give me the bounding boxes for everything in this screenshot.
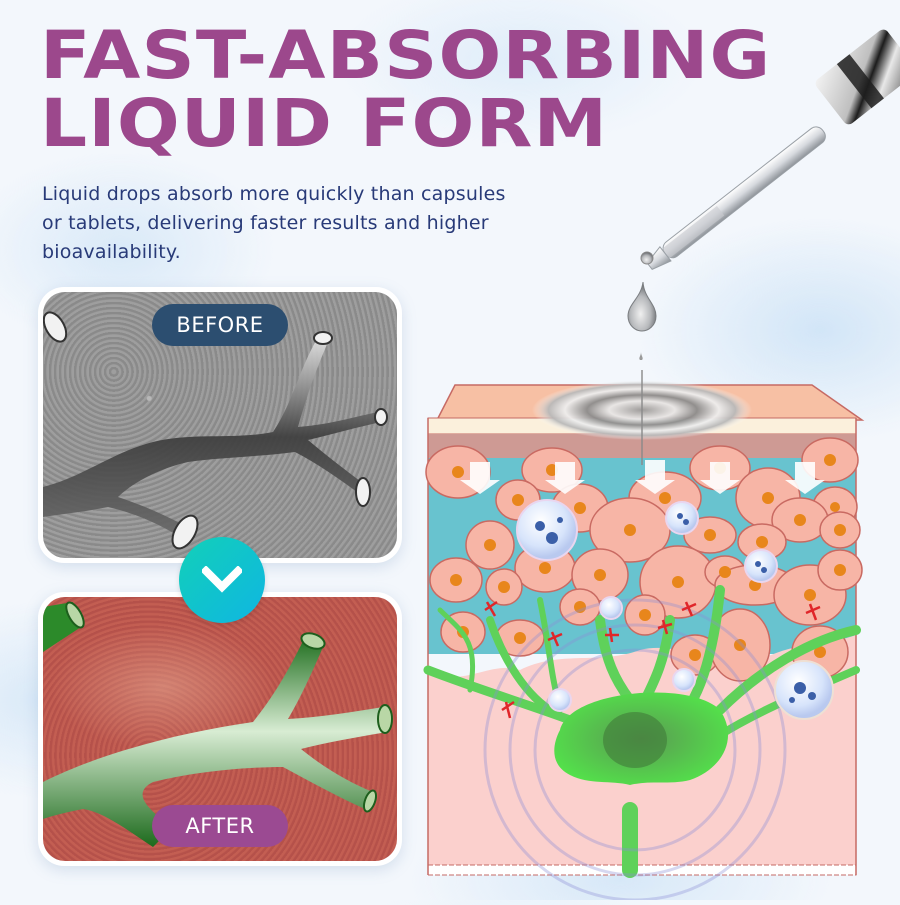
absorption-arrows [460,460,825,494]
before-panel: BEFORE [38,287,402,563]
molecule-icon [599,596,623,620]
headline-line-2: LIQUID FORM [40,85,609,162]
before-image: BEFORE [43,292,397,558]
chevron-down-icon [202,566,242,593]
after-badge: AFTER [152,805,288,847]
before-badge: BEFORE [152,304,288,346]
water-drop-icon [627,281,657,332]
constricted-vessel-icon [43,311,388,550]
headline-line-1: FAST-ABSORBING [40,17,772,94]
subtext: Liquid drops absorb more quickly than ca… [42,183,506,263]
molecule-icon [744,549,778,583]
molecule-icon [672,668,696,692]
headline: FAST-ABSORBING LIQUID FORM [40,22,771,158]
skin-absorption-diagram [420,355,880,902]
constriction-markers [484,600,821,719]
skin-cross-section-icon [423,355,865,902]
after-image: AFTER [43,597,397,861]
transition-circle [179,537,265,623]
healthy-vessel-icon [43,601,393,847]
molecule-icon [516,499,578,561]
dropper-icon [627,29,900,360]
molecule-icon [548,688,572,712]
after-panel: AFTER [38,592,402,866]
dropper-illustration [600,20,900,360]
molecule-bubbles [516,499,834,720]
